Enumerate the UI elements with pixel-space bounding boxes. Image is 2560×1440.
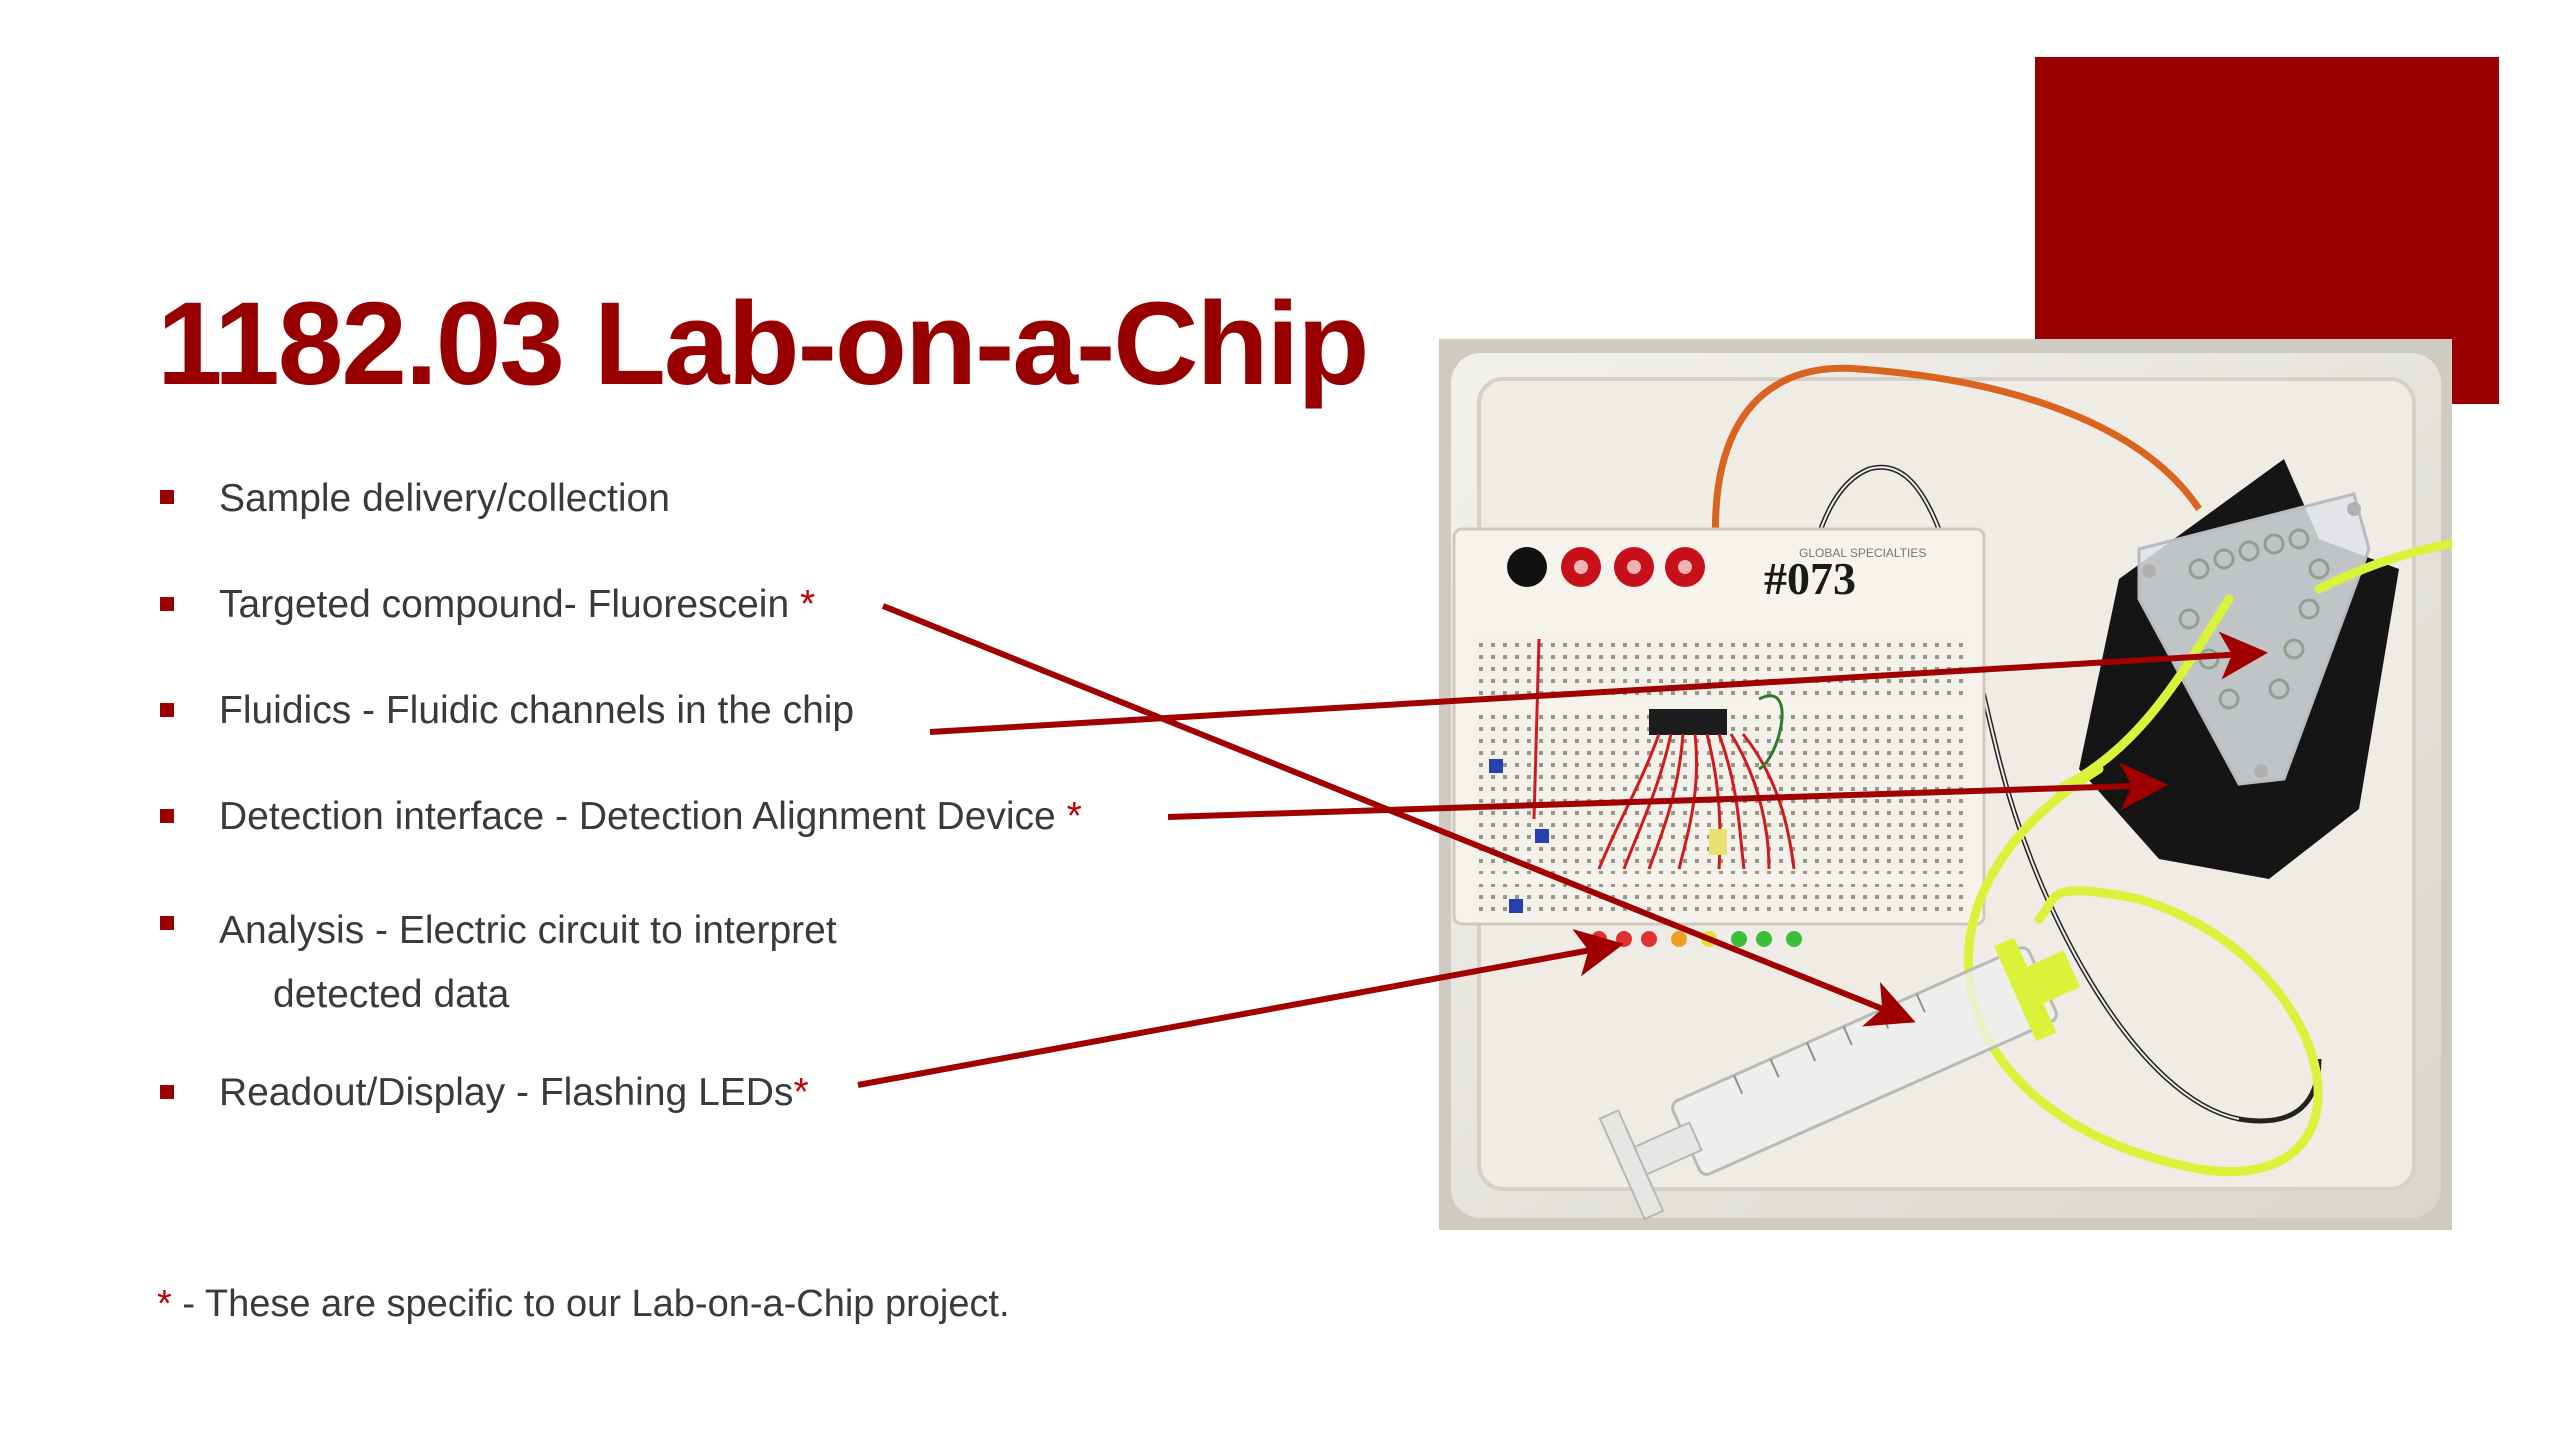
bullet-detection-interface: Detection interface - Detection Alignmen… [219, 793, 1082, 842]
board-label: #073 [1764, 553, 1856, 604]
bullet-text: Detection interface - Detection Alignmen… [219, 795, 1067, 838]
bullet-text: Analysis - Electric circuit to interpret [219, 909, 837, 952]
brand-label: GLOBAL SPECIALTIES [1799, 546, 1926, 560]
footnote-text: - These are specific to our Lab-on-a-Chi… [171, 1283, 1010, 1325]
bullet-marker [160, 490, 174, 504]
asterisk-mark: * [793, 1071, 809, 1114]
bullet-text: Readout/Display - Flashing LEDs [219, 1071, 794, 1114]
bullet-marker [160, 809, 174, 823]
bullet-sample-delivery: Sample delivery/collection [219, 475, 670, 524]
footnote: * - These are specific to our Lab-on-a-C… [157, 1283, 1010, 1326]
bullet-targeted-compound: Targeted compound- Fluorescein * [219, 581, 815, 630]
asterisk-mark: * [799, 583, 816, 626]
asterisk-mark: * [157, 1283, 172, 1325]
bullet-marker [160, 703, 174, 717]
bullet-marker [160, 916, 174, 930]
bullet-marker [160, 1085, 174, 1099]
bullet-text: Targeted compound- Fluorescein [219, 583, 800, 626]
bullet-readout-display: Readout/Display - Flashing LEDs* [219, 1069, 809, 1118]
bullet-analysis: Analysis - Electric circuit to interpret… [219, 899, 837, 1027]
bullet-fluidics: Fluidics - Fluidic channels in the chip [219, 687, 854, 736]
asterisk-mark: * [1066, 795, 1082, 838]
bullet-text: Fluidics - Fluidic channels in the chip [219, 689, 855, 732]
bullet-text: Sample delivery/collection [219, 477, 670, 520]
slide-title: 1182.03 Lab-on-a-Chip [157, 278, 1369, 410]
bullet-marker [160, 597, 174, 611]
bullet-text-continued: detected data [273, 973, 510, 1016]
prototype-photo: #073 GLOBAL SPECIALTIES [1439, 339, 2452, 1230]
